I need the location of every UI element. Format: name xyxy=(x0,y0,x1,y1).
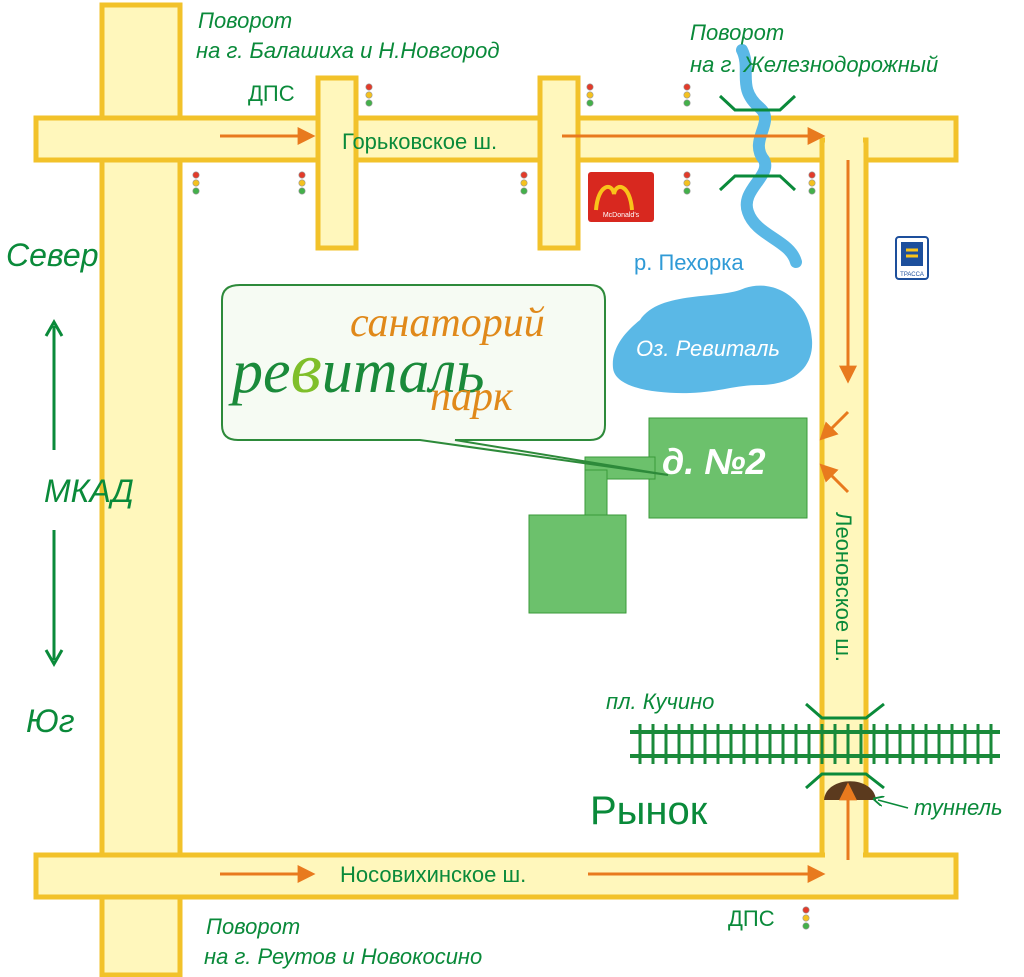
dps-bottom-label: ДПС xyxy=(728,906,775,931)
river-pekhorka xyxy=(736,44,802,268)
roads xyxy=(33,2,959,977)
sanatorium-logo-bubble: санаторий ревиталь парк xyxy=(221,284,669,476)
leonovskoe-label: Леоновское ш. xyxy=(831,512,856,662)
logo-word-park: парк xyxy=(430,374,513,420)
kuchino-label: пл. Кучино xyxy=(606,689,714,714)
traffic-light-icon xyxy=(586,83,594,107)
leonovskoe-road xyxy=(819,137,869,863)
traffic-light-icon xyxy=(192,171,200,195)
traffic-light-icon xyxy=(298,171,306,195)
turn-balashikha-line2: на г. Балашиха и Н.Новгород xyxy=(196,38,500,63)
trassa-label: ТРАССА xyxy=(900,272,924,278)
tunnel-label: туннель xyxy=(914,795,1003,820)
side-road-2 xyxy=(537,75,581,251)
trassa-icon: ТРАССА xyxy=(895,236,929,280)
lake-revital xyxy=(612,285,813,394)
mkad-label: МКАД xyxy=(44,473,134,509)
bridge-icon xyxy=(718,94,797,192)
gorkovskoe-road xyxy=(33,115,959,163)
lake-label: Оз. Ревиталь xyxy=(636,336,780,361)
turn-balashikha-line1: Поворот xyxy=(198,8,292,33)
side-road-1 xyxy=(315,75,359,251)
traffic-light-icon xyxy=(683,171,691,195)
traffic-light-icon xyxy=(683,83,691,107)
traffic-lights xyxy=(192,83,816,930)
tunnel-pointer xyxy=(878,800,909,809)
nosovikhinskoe-road xyxy=(33,852,959,900)
compass-arrows xyxy=(44,318,64,668)
building-label: д. №2 xyxy=(662,441,766,482)
traffic-light-icon xyxy=(802,906,810,930)
map-labels: Поворот на г. Балашиха и Н.Новгород Пово… xyxy=(6,8,1003,969)
route-arrows xyxy=(220,127,857,883)
traffic-light-icon xyxy=(520,171,528,195)
logo-revital-part1: ре xyxy=(228,338,291,406)
traffic-light-icon xyxy=(808,171,816,195)
gorkovskoe-label: Горьковское ш. xyxy=(342,129,497,154)
traffic-light-icon xyxy=(365,83,373,107)
turn-reutov-line1: Поворот xyxy=(206,914,300,939)
dps-top-label: ДПС xyxy=(248,81,295,106)
river-label: р. Пехорка xyxy=(634,250,744,275)
logo-revital-part3: италь xyxy=(322,338,485,406)
logo-word-revital: ревиталь xyxy=(228,328,485,408)
north-label: Север xyxy=(6,237,99,273)
turn-reutov-line2: на г. Реутов и Новокосино xyxy=(204,944,482,969)
turn-zhel-line2: на г. Железнодорожный xyxy=(690,52,938,77)
logo-word-sanatory: санаторий xyxy=(350,300,545,346)
mcdonalds-icon: McDonald's xyxy=(588,172,654,222)
building-complex xyxy=(528,417,808,614)
logo-revital-part2: в xyxy=(291,328,322,408)
railway-icon xyxy=(630,724,1000,764)
mkad-road xyxy=(99,2,183,977)
rynok-label: Рынок xyxy=(590,789,708,833)
overpass-icon xyxy=(805,702,885,790)
turn-zhel-line1: Поворот xyxy=(690,20,784,45)
south-label: Юг xyxy=(26,703,75,739)
mcdonalds-label: McDonald's xyxy=(603,212,640,219)
nosovikhinskoe-label: Носовихинское ш. xyxy=(340,862,526,887)
